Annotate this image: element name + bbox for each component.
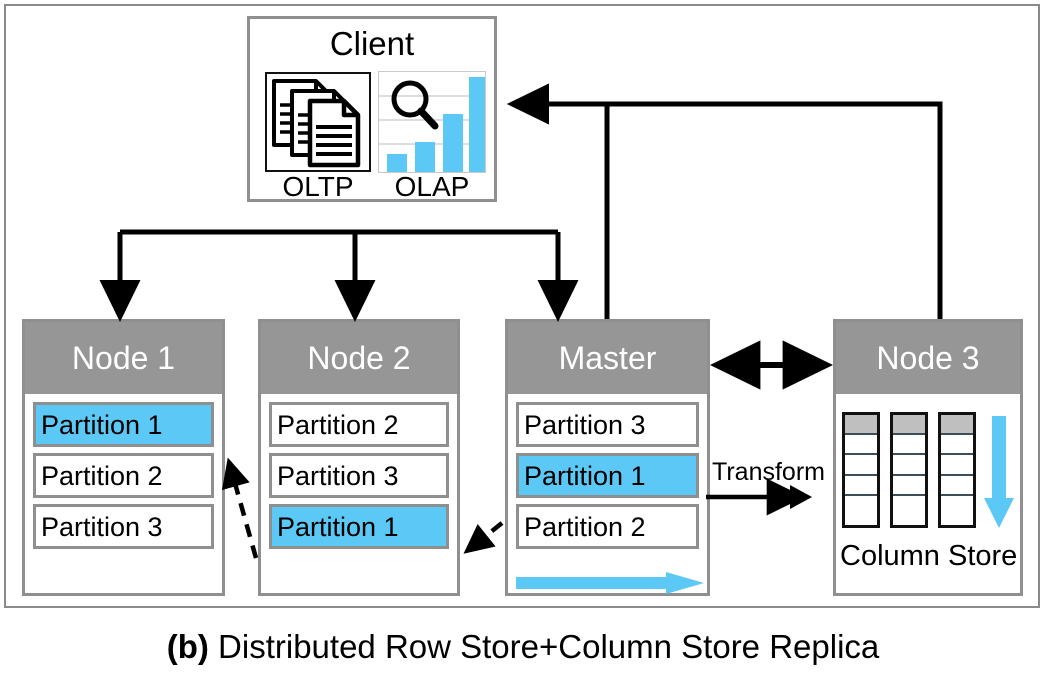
column-store-visual: Column Store: [838, 398, 1018, 592]
column-store-down-arrow-icon: [984, 416, 1014, 528]
column-store-cell: [941, 415, 973, 436]
olap-label: OLAP: [394, 171, 470, 202]
column-store-cell: [845, 415, 877, 436]
partition-item[interactable]: Partition 3: [516, 402, 699, 447]
column-store-label: Column Store: [840, 540, 1018, 572]
partition-item[interactable]: Partition 1: [516, 453, 699, 498]
partition-item[interactable]: Partition 2: [33, 453, 214, 498]
stacked-documents-icon: [265, 72, 371, 172]
column-store-cell: [845, 435, 877, 456]
column-store-cell: [941, 435, 973, 456]
transform-label: Transform: [712, 458, 825, 486]
oltp-icon-cell: [264, 71, 372, 173]
partition-item[interactable]: Partition 3: [33, 504, 214, 549]
figure-caption-label: (b): [166, 628, 209, 665]
partition-item[interactable]: Partition 1: [33, 402, 214, 447]
column-store-cell: [845, 455, 877, 476]
node-title-node1: Node 1: [25, 322, 222, 394]
figure-caption-text: Distributed Row Store+Column Store Repli…: [218, 628, 880, 665]
column-store-cell: [893, 476, 925, 496]
column-store-cell: [941, 455, 973, 476]
figure-caption: (b) Distributed Row Store+Column Store R…: [0, 628, 1046, 666]
column-store-cell: [893, 435, 925, 456]
node-body-master: Partition 3 Partition 1 Partition 2: [508, 394, 707, 563]
column-store-cell: [893, 496, 925, 516]
column-store-cell: [893, 415, 925, 436]
node-box-node2[interactable]: Node 2 Partition 2 Partition 3 Partition…: [258, 319, 460, 596]
column-store-cell: [893, 455, 925, 476]
client-title: Client: [329, 25, 415, 62]
master-progress-arrow-icon: [516, 572, 704, 594]
node-body-node1: Partition 1 Partition 2 Partition 3: [25, 394, 222, 563]
partition-item[interactable]: Partition 3: [269, 453, 449, 498]
column-store-column: [842, 412, 880, 528]
bar-chart-magnifier-icon: [379, 72, 485, 172]
node-box-node1[interactable]: Node 1 Partition 1 Partition 2 Partition…: [22, 319, 225, 596]
column-store-cell: [845, 496, 877, 516]
olap-icon-cell: [378, 71, 486, 173]
column-store-cell: [941, 476, 973, 496]
column-store-cell: [941, 496, 973, 516]
partition-item[interactable]: Partition 2: [516, 504, 699, 549]
client-panel[interactable]: Client: [247, 16, 497, 202]
node-body-node2: Partition 2 Partition 3 Partition 1: [261, 394, 457, 563]
partition-item[interactable]: Partition 1: [269, 504, 449, 549]
oltp-label: OLTP: [282, 171, 354, 202]
column-store-column: [890, 412, 928, 528]
node-title-node2: Node 2: [261, 322, 457, 394]
node-box-master[interactable]: Master Partition 3 Partition 1 Partition…: [505, 319, 710, 596]
column-store-cell: [845, 476, 877, 496]
node-title-master: Master: [508, 322, 707, 394]
node-title-node3: Node 3: [836, 322, 1020, 394]
partition-item[interactable]: Partition 2: [269, 402, 449, 447]
column-store-column: [938, 412, 976, 528]
